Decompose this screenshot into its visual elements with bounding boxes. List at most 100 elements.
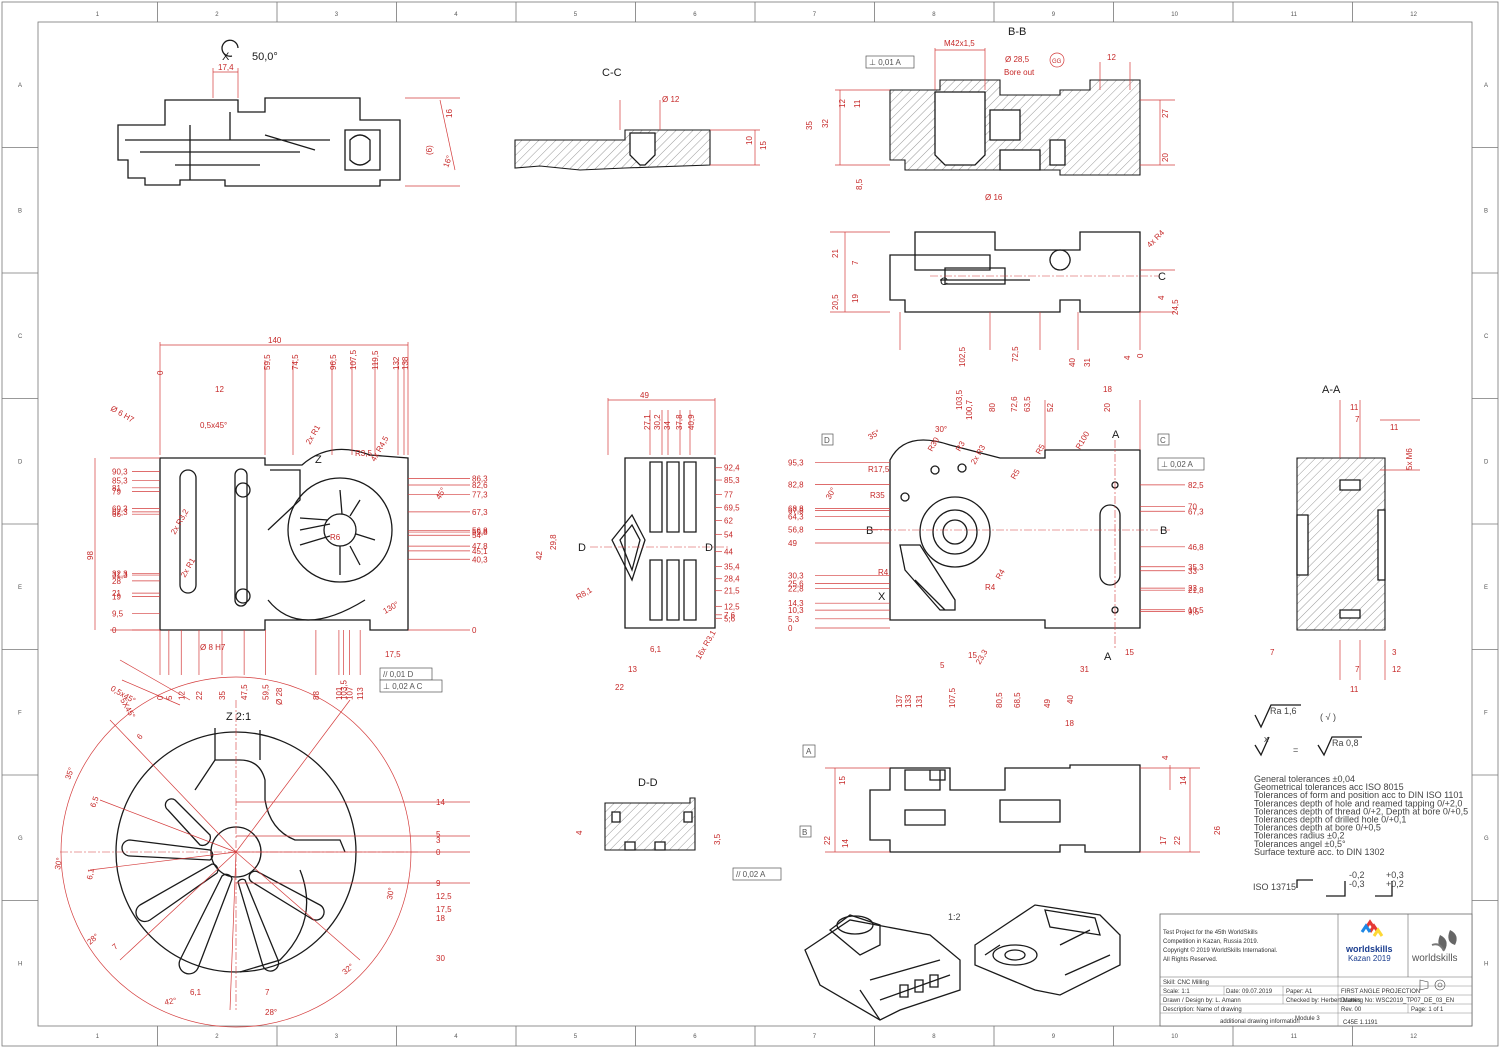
svg-text:29,8: 29,8 [549,534,558,550]
dim-label: 23 [1188,584,1197,593]
project-line: Competition in Kazan, Russia 2019. [1163,939,1259,945]
svg-text:12: 12 [1392,665,1401,674]
svg-text:19: 19 [851,294,860,303]
tb-paper: Paper: A1 [1286,989,1313,995]
dim-label: 90,3 [112,468,128,477]
svg-text:10: 10 [745,136,754,145]
view-front: C C 21 7 20,5 19 4 24,5 4x R4 102,5 72,5… [830,228,1180,367]
svg-text:4: 4 [1161,755,1170,760]
svg-text:B: B [802,828,807,837]
tb-skill: Skill: CNC Milling [1163,980,1209,986]
svg-text:22: 22 [823,836,832,845]
bb-thread: M42x1,5 [944,39,975,48]
dim-label: 54 [724,530,733,539]
bb-perp-frame: ⊥ 0,01 A [869,58,902,67]
svg-text:R5: R5 [1009,467,1022,481]
zone-row-label: B [18,208,22,214]
svg-text:59,5: 59,5 [263,354,272,370]
zone-row-label: A [1484,83,1488,89]
svg-text:X: X [878,591,886,603]
svg-text:34: 34 [663,421,672,430]
zone-col-label: 9 [1052,12,1056,18]
view-a-a: A-A 11 7 11 5x M6 7 3 7 12 11 [1270,384,1420,694]
svg-text:103,5: 103,5 [955,389,964,410]
svg-text:D: D [824,436,830,445]
dim-label: 82,6 [472,481,488,490]
svg-text:2x R1: 2x R1 [304,423,323,446]
svg-text:0: 0 [1136,353,1145,358]
dim-label: 69,3 [112,504,128,513]
svg-text:13: 13 [628,665,637,674]
dim-label: 31,3 [112,571,128,580]
svg-text:72,5: 72,5 [1011,346,1020,362]
svg-text:7: 7 [1270,648,1275,657]
general-note: Tolerances depth of thread 0/+2, Depth a… [1254,806,1468,816]
tb-page: Page: 1 of 1 [1411,1007,1444,1013]
right-perp-frame: ⊥ 0,02 A [1161,460,1194,469]
dim-label: 101 [335,686,344,700]
iso-v2: -0,3 [1349,879,1365,889]
svg-text:7: 7 [1355,665,1360,674]
svg-text:6: 6 [135,732,145,742]
dim-label: 85,3 [724,476,740,485]
svg-text:R8,1: R8,1 [575,585,595,602]
surface-ra1: Ra 1,6 [1270,706,1297,716]
svg-text:3: 3 [1392,648,1397,657]
zone-col-label: 7 [813,1034,817,1040]
svg-text:12: 12 [215,385,224,394]
svg-text:R3,5: R3,5 [355,449,372,458]
svg-text:7: 7 [851,260,860,265]
zone-col-label: 4 [454,12,458,18]
dim-label: 40,3 [472,555,488,564]
tb-rev: Rev. 00 [1341,1007,1362,1013]
zone-col-label: 5 [574,12,578,18]
svg-text:4: 4 [1123,355,1132,360]
zone-col-label: 2 [215,1034,219,1040]
dim-label: 67,3 [472,508,488,517]
svg-text:138: 138 [401,356,410,370]
zone-col-label: 12 [1410,1034,1417,1040]
zone-row-label: D [18,459,23,465]
svg-text:16: 16 [445,109,454,118]
zone-col-label: 6 [693,12,697,18]
zone-row-label: G [18,836,23,842]
dim-label: 28,4 [724,575,740,584]
view-b-b-title: B-B [1008,26,1026,38]
dim-label: 5 [436,830,441,839]
logo2-text: worldskills [1411,953,1458,964]
view-d-d-title: D-D [638,777,658,789]
svg-text:15: 15 [838,776,847,785]
isometric-views: 1:2 [804,904,1121,1021]
svg-text:133: 133 [904,694,913,708]
dim-label: 10,3 [788,606,804,615]
svg-text:7: 7 [1355,415,1360,424]
project-line: Copyright © 2019 WorldSkills Internation… [1163,947,1278,954]
dim-label: 33 [1188,567,1197,576]
dim-label: 12,5 [436,892,452,901]
zone-col-label: 10 [1171,12,1178,18]
zone-row-label: E [18,585,22,591]
svg-text:119,5: 119,5 [371,350,380,370]
zone-row-label: E [1484,585,1488,591]
svg-text:R35: R35 [870,491,885,500]
dim-label: 67,3 [112,508,128,517]
dim-label: 81 [112,484,121,493]
general-note: Surface texture acc. to DIN 1302 [1254,847,1385,857]
svg-text:8,5: 8,5 [855,178,864,190]
svg-text:22: 22 [1173,836,1182,845]
svg-text:68,5: 68,5 [1013,692,1022,708]
tb-description: Description: Name of drawing [1163,1007,1242,1013]
svg-text:132: 132 [392,356,401,370]
svg-text:20,5: 20,5 [831,294,840,310]
dim-label: 30,3 [788,571,804,580]
dim-label: 14 [436,798,445,807]
view-c-c: C-C Ø 12 15 10 [514,67,768,171]
dim-label: 82,8 [788,480,804,489]
svg-text:15: 15 [1125,648,1134,657]
general-note: Tolerances angel ±0,5° [1254,839,1346,849]
dim-label: 46,8 [1188,543,1204,552]
project-line: All Rights Reserved. [1163,957,1218,963]
svg-text:98: 98 [86,551,95,560]
